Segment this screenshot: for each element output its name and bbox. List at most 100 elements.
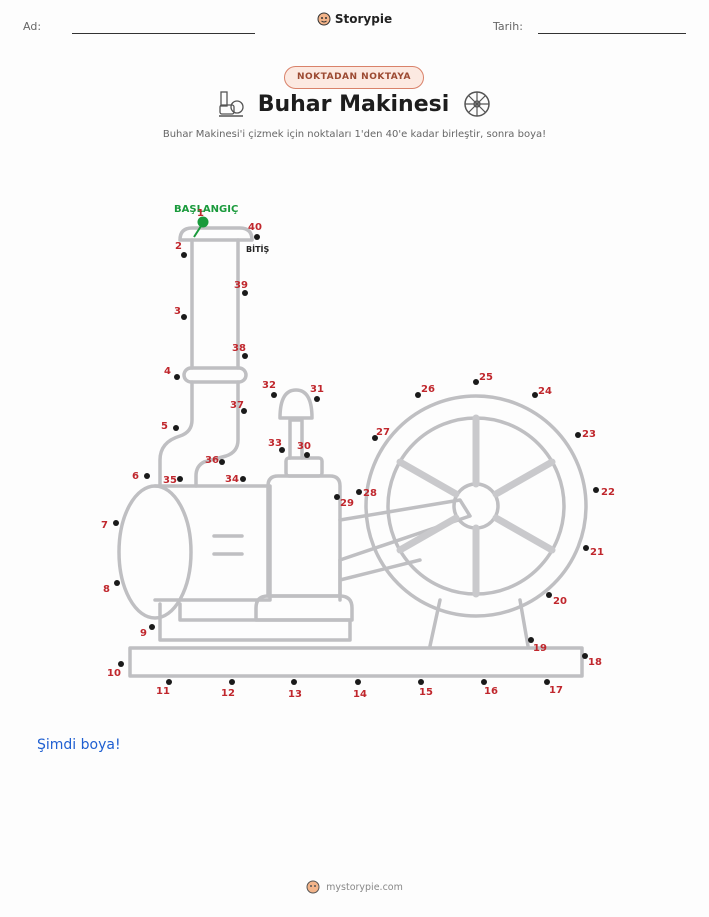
boiler-body	[153, 484, 272, 602]
base-plate	[128, 646, 584, 678]
paint-prompt: Şimdi boya!	[37, 737, 121, 753]
dot-10[interactable]	[118, 661, 124, 667]
dot-label-28: 28	[363, 488, 377, 499]
dot-30[interactable]	[304, 452, 310, 458]
dot-31[interactable]	[314, 396, 320, 402]
dot-label-31: 31	[310, 384, 324, 395]
flywheel-stand	[428, 598, 530, 648]
flywheel-rim	[364, 394, 588, 618]
dot-label-26: 26	[421, 384, 435, 395]
dot-35[interactable]	[177, 476, 183, 482]
activity-badge: NOKTADAN NOKTAYA	[284, 66, 424, 89]
dot-label-34: 34	[225, 474, 239, 485]
dot-11[interactable]	[166, 679, 172, 685]
governor	[278, 388, 314, 420]
dot-label-27: 27	[376, 427, 390, 438]
dot-25[interactable]	[473, 379, 479, 385]
dot-label-18: 18	[588, 657, 602, 668]
dot-33[interactable]	[279, 447, 285, 453]
dot-label-17: 17	[549, 685, 563, 696]
dot-label-22: 22	[601, 487, 615, 498]
dot-label-32: 32	[262, 380, 276, 391]
dot-label-5: 5	[161, 421, 168, 432]
dot-7[interactable]	[113, 520, 119, 526]
dot-21[interactable]	[583, 545, 589, 551]
dot-12[interactable]	[229, 679, 235, 685]
date-label: Tarih:	[493, 20, 523, 33]
dot-3[interactable]	[181, 314, 187, 320]
dot-label-37: 37	[230, 400, 244, 411]
dot-27[interactable]	[372, 435, 378, 441]
footer: mystorypie.com	[0, 880, 709, 894]
dot-label-2: 2	[175, 241, 182, 252]
dot-26[interactable]	[415, 392, 421, 398]
dot-label-6: 6	[132, 471, 139, 482]
dot-38[interactable]	[242, 353, 248, 359]
dot-label-7: 7	[101, 520, 108, 531]
dot-label-8: 8	[103, 584, 110, 595]
chimney-pipe	[190, 238, 240, 370]
dot-32[interactable]	[271, 392, 277, 398]
dot-label-23: 23	[582, 429, 596, 440]
dot-1[interactable]	[197, 216, 209, 228]
dot-22[interactable]	[593, 487, 599, 493]
date-line[interactable]	[538, 33, 686, 34]
dot-4[interactable]	[174, 374, 180, 380]
dot-label-35: 35	[163, 475, 177, 486]
dot-label-39: 39	[234, 280, 248, 291]
boiler-end	[117, 484, 193, 620]
dot-18[interactable]	[582, 653, 588, 659]
dot-15[interactable]	[418, 679, 424, 685]
dot-label-25: 25	[479, 372, 493, 383]
wheel-icon	[464, 91, 491, 117]
chimney-cap	[178, 226, 254, 242]
dot-36[interactable]	[219, 459, 225, 465]
dot-9[interactable]	[149, 624, 155, 630]
dot-label-11: 11	[156, 686, 170, 697]
dot-6[interactable]	[144, 473, 150, 479]
dot-label-10: 10	[107, 668, 121, 679]
dot-19[interactable]	[528, 637, 534, 643]
instructions: Buhar Makinesi'i çizmek için noktaları 1…	[162, 129, 547, 140]
dot-label-15: 15	[419, 687, 433, 698]
dot-label-12: 12	[221, 688, 235, 699]
flywheel-hub	[452, 482, 500, 530]
dot-17[interactable]	[544, 679, 550, 685]
dot-label-30: 30	[297, 441, 311, 452]
dot-label-4: 4	[164, 366, 171, 377]
dot-40[interactable]	[254, 234, 260, 240]
end-label: BİTİŞ	[246, 244, 270, 254]
dot-label-33: 33	[268, 438, 282, 449]
dot-20[interactable]	[546, 592, 552, 598]
mascot-icon	[317, 12, 331, 26]
dot-label-40: 40	[248, 222, 262, 233]
dot-16[interactable]	[481, 679, 487, 685]
dot-label-14: 14	[353, 689, 367, 700]
dot-24[interactable]	[532, 392, 538, 398]
dot-14[interactable]	[355, 679, 361, 685]
dot-28[interactable]	[356, 489, 362, 495]
name-line[interactable]	[72, 33, 255, 34]
dot-29[interactable]	[334, 494, 340, 500]
dot-2[interactable]	[181, 252, 187, 258]
dot-34[interactable]	[240, 476, 246, 482]
dot-13[interactable]	[291, 679, 297, 685]
page-title: Buhar Makinesi	[257, 91, 450, 117]
footer-url[interactable]: mystorypie.com	[326, 881, 403, 893]
dot-label-24: 24	[538, 386, 552, 397]
boiler-stand	[158, 602, 352, 642]
piston-rod	[288, 418, 304, 460]
dot-5[interactable]	[173, 425, 179, 431]
dot-label-13: 13	[288, 689, 302, 700]
dot-label-3: 3	[174, 306, 181, 317]
connecting-rod	[338, 498, 472, 562]
start-label: BAŞLANGIÇ	[174, 204, 238, 215]
dot-23[interactable]	[575, 432, 581, 438]
dot-37[interactable]	[241, 408, 247, 414]
dot-39[interactable]	[242, 290, 248, 296]
dot-8[interactable]	[114, 580, 120, 586]
dot-label-29: 29	[340, 498, 354, 509]
dot-label-38: 38	[232, 343, 246, 354]
elbow-pipe	[158, 380, 240, 488]
